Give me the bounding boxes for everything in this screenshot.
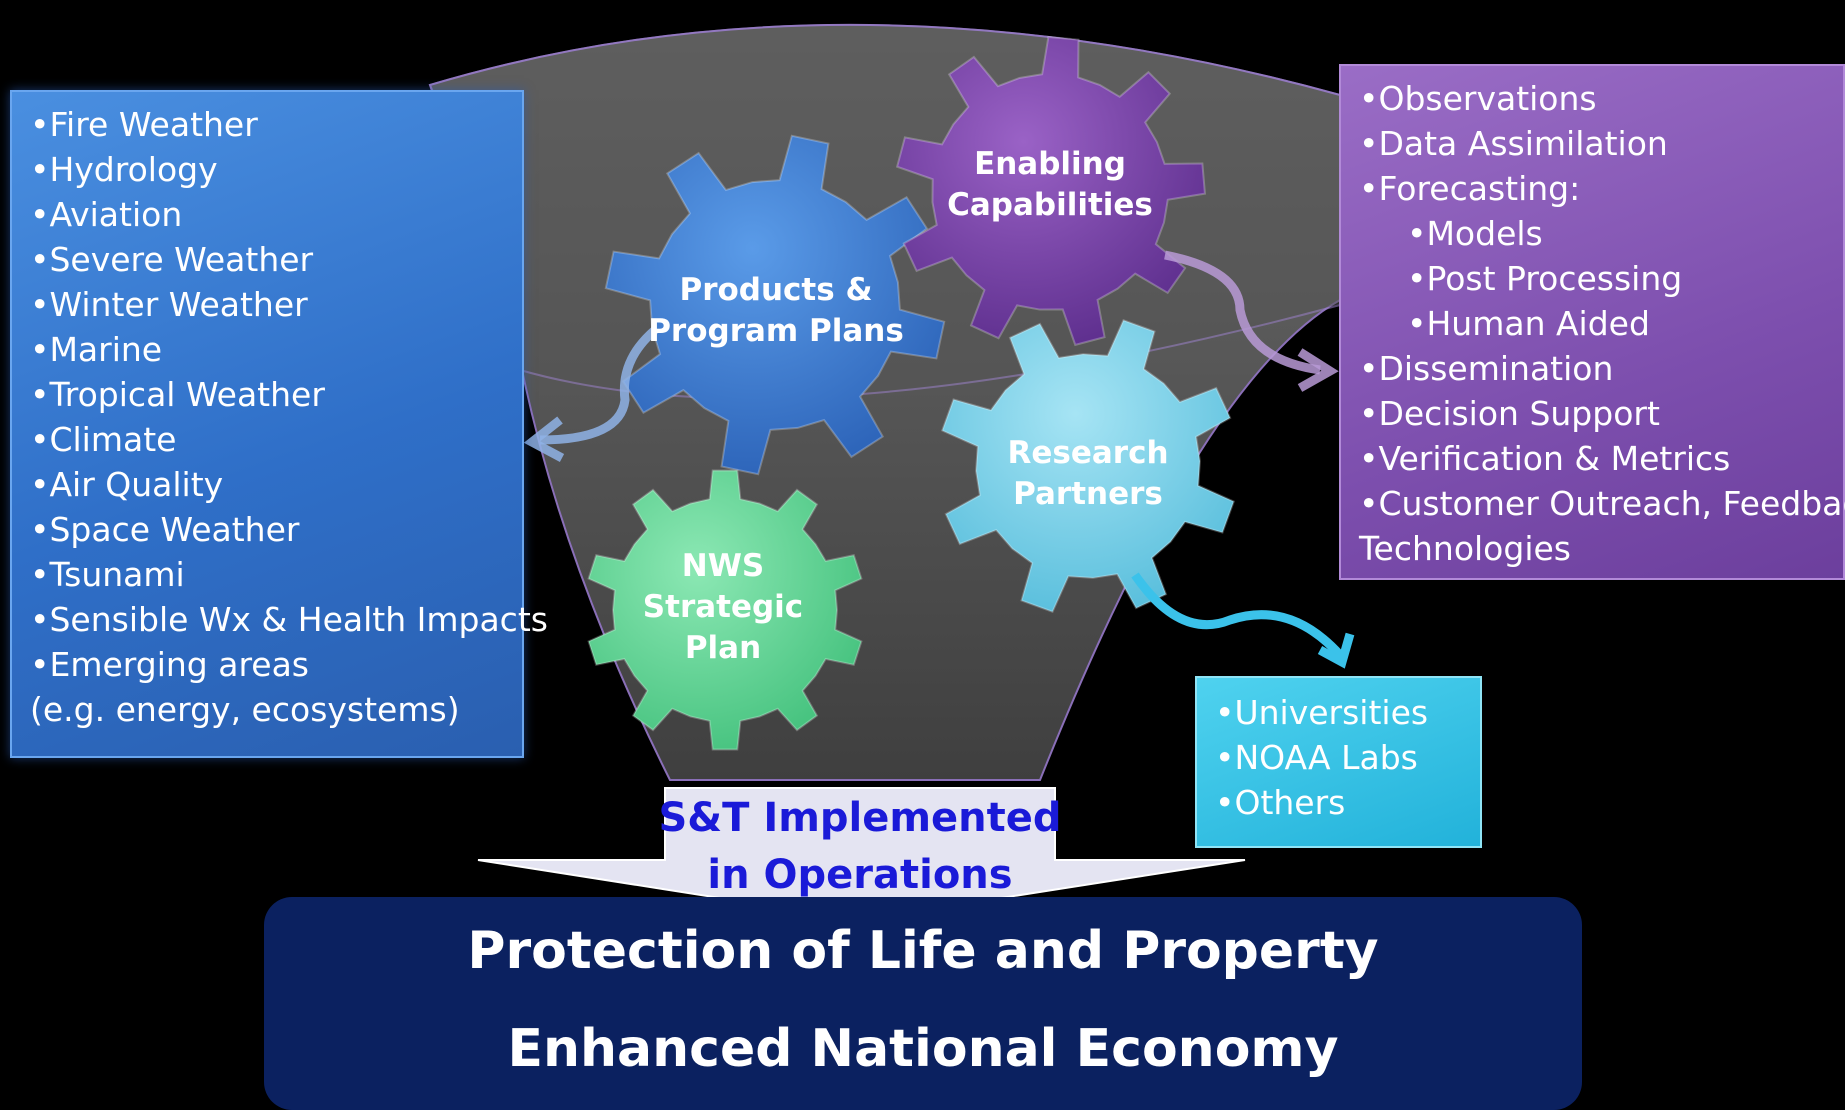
capability-item: •Data Assimilation [1359, 124, 1668, 163]
gear-enabling-shape [895, 35, 1207, 347]
weather-area-item: •Air Quality [30, 465, 224, 504]
capability-item: •Forecasting: [1359, 169, 1581, 208]
weather-areas-panel: •Fire Weather •Hydrology •Aviation •Severe … [10, 90, 548, 758]
products-gear [604, 134, 946, 476]
capability-item: •Models [1407, 214, 1543, 253]
products-gear-label-line2: Program Plans [648, 313, 904, 349]
weather-area-item: •Winter Weather [30, 285, 308, 324]
arrow-to-partners-panel [1131, 572, 1344, 659]
enabling-gear-label: Enabling Capabilities [920, 144, 1180, 226]
products-gear-label-line1: Products & [679, 272, 873, 308]
capability-item: •Post Processing [1407, 259, 1683, 298]
arrow-to-left-panel [539, 326, 658, 445]
enabling-gear [895, 35, 1207, 347]
weather-area-item: •Aviation [30, 195, 183, 234]
research-gear-label-line2: Partners [1013, 476, 1163, 512]
arrow-to-left-panel-head [523, 416, 565, 462]
capability-item: •Human Aided [1407, 304, 1650, 343]
research-gear-label-line1: Research [1007, 435, 1169, 471]
outcome-box: Protection of Life and Property Enhanced… [264, 897, 1582, 1110]
partner-item: •Others [1215, 783, 1346, 822]
strategic-gear-label-line1: NWS [681, 548, 765, 584]
research-gear-label: Research Partners [958, 433, 1218, 515]
research-gear [940, 318, 1236, 614]
capability-item: •Observations [1359, 79, 1597, 118]
outcome-line1: Protection of Life and Property [467, 921, 1379, 981]
gear-products-shape [604, 134, 946, 476]
gear-research-shape [940, 318, 1236, 614]
strategic-gear [587, 469, 863, 751]
weather-area-item: •Marine [30, 330, 163, 369]
implemented-label: S&T Implemented in Operations [650, 790, 1070, 904]
weather-area-item: •Climate [30, 420, 177, 459]
weather-area-item: •Tsunami [30, 555, 185, 594]
strategic-gear-label-line3: Plan [684, 630, 762, 666]
implemented-line2: in Operations [707, 852, 1013, 898]
capability-item: •Verification & Metrics [1359, 439, 1731, 478]
arrow-to-right-panel-head [1297, 348, 1339, 392]
enabling-gear-label-line1: Enabling [974, 146, 1126, 182]
strategic-gear-label: NWS Strategic Plan [593, 546, 853, 669]
implemented-arrow [477, 787, 1246, 922]
strategic-gear-label-line2: Strategic [642, 589, 804, 625]
capability-item: •Decision Support [1359, 394, 1660, 433]
capability-item: Technologies [1359, 529, 1571, 568]
weather-area-item: (e.g. energy, ecosystems) [30, 690, 460, 729]
enabling-gear-label-line2: Capabilities [947, 187, 1153, 223]
capability-item: •Dissemination [1359, 349, 1614, 388]
weather-area-item: •Severe Weather [30, 240, 314, 279]
weather-area-item: •Tropical Weather [30, 375, 325, 414]
weather-area-item: •Hydrology [30, 150, 218, 189]
capability-item: •Customer Outreach, Feedback [1359, 484, 1845, 523]
weather-area-item: •Space Weather [30, 510, 300, 549]
implemented-line1: S&T Implemented [658, 795, 1062, 841]
gear-strategic-shape [587, 469, 863, 751]
partner-item: •NOAA Labs [1215, 738, 1418, 777]
products-gear-label: Products & Program Plans [646, 270, 906, 352]
weather-area-item: •Sensible Wx & Health Impacts [30, 600, 548, 639]
partner-item: •Universities [1215, 693, 1429, 732]
arrow-to-right-panel [1164, 250, 1321, 375]
weather-area-item: •Emerging areas [30, 645, 310, 684]
weather-area-item: •Fire Weather [30, 105, 258, 144]
outcome-line2: Enhanced National Economy [507, 1019, 1339, 1079]
research-partners-panel: •Universities •NOAA Labs •Others [1195, 676, 1482, 848]
arrow-to-partners-panel-head [1317, 632, 1355, 669]
enabling-capabilities-panel: •Observations •Data Assimilation •Forecast… [1339, 64, 1845, 580]
